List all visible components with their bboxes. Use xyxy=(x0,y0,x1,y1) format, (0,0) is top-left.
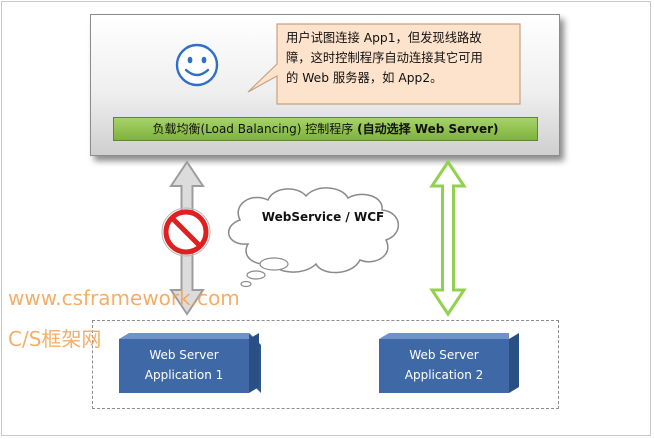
prohibited-icon xyxy=(161,207,211,257)
load-balancer-label: 负载均衡(Load Balancing) 控制程序 xyxy=(152,122,358,136)
watermark-brand: C/S框架网 xyxy=(8,327,102,351)
server-line: Application 2 xyxy=(404,368,484,382)
user-smiley-icon xyxy=(175,43,219,87)
server-line: Web Server xyxy=(149,348,219,362)
callout-line: 用户试图连接 App1，但发现线路故 xyxy=(286,31,482,45)
server-label-app2: Web Server Application 2 xyxy=(378,345,510,385)
speech-callout xyxy=(247,23,521,105)
cloud-label: WebService / WCF xyxy=(261,210,385,224)
server-box-app1 xyxy=(119,333,261,393)
server-box-app2 xyxy=(379,333,519,393)
callout-line: 障，这时控制程序自动连接其它可用 xyxy=(286,51,483,65)
watermark-url: www.csframework.com xyxy=(8,286,240,310)
server-zone xyxy=(92,320,559,409)
server-line: Application 1 xyxy=(144,368,224,382)
callout-line: 的 Web 服务器，如 App2。 xyxy=(286,71,443,85)
server-line: Web Server xyxy=(409,348,479,362)
load-balancer-bar: 负载均衡(Load Balancing) 控制程序 (自动选择 Web Serv… xyxy=(113,117,538,141)
webservice-cloud xyxy=(228,187,399,288)
load-balancer-emphasis: (自动选择 Web Server) xyxy=(357,122,499,136)
callout-text: 用户试图连接 App1，但发现线路故 障，这时控制程序自动连接其它可用 的 We… xyxy=(286,28,518,88)
server-label-app1: Web Server Application 1 xyxy=(118,345,250,385)
active-connection-arrow xyxy=(429,159,467,317)
